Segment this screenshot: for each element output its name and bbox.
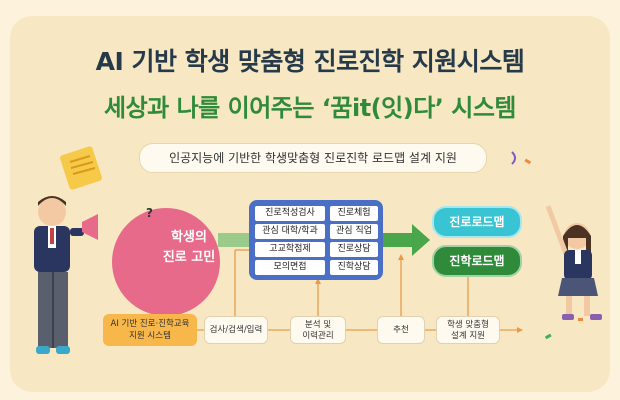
- step-recommend: 추천: [377, 316, 425, 344]
- worry-line-1: 학생의: [171, 230, 207, 245]
- confetti-icon: [511, 151, 583, 340]
- step-design: 학생 맞춤형 설계 지원: [436, 316, 500, 344]
- admission-roadmap: 진학로드맵: [432, 245, 522, 277]
- system-line-1: AI 기반 진로·진학교육: [110, 319, 190, 329]
- service-item: 진로상담: [330, 242, 378, 257]
- career-roadmap: 진로로드맵: [432, 206, 522, 238]
- worry-line-2: 진로 고민: [162, 250, 216, 265]
- service-item: 관심 직업: [330, 224, 378, 239]
- document-icon: [60, 146, 102, 190]
- service-item: 진학상담: [330, 260, 378, 275]
- analysis-line-1: 분석 및: [304, 320, 332, 330]
- student-worry-circle: [112, 208, 220, 316]
- design-line-1: 학생 맞춤형: [447, 320, 489, 330]
- step-analysis: 분석 및 이력관리: [290, 316, 346, 344]
- service-item: 모의면접: [255, 260, 325, 275]
- step-search: 검사/검색/입력: [204, 316, 268, 344]
- design-line-2: 설계 지원: [451, 331, 485, 341]
- female-student-illustration: [545, 205, 602, 320]
- question-mark-icon: ?: [146, 206, 153, 220]
- male-student-illustration: [34, 196, 98, 354]
- ai-system-box: AI 기반 진로·진학교육 지원 시스템: [103, 314, 197, 346]
- service-item: 진로체험: [330, 206, 378, 221]
- service-item: 고교학점제: [255, 242, 325, 257]
- subtitle-banner: 인공지능에 기반한 학생맞춤형 진로진학 로드맵 설계 지원: [139, 143, 487, 173]
- slogan: 세상과 나를 이어주는 ‘꿈it(잇)다’ 시스템: [104, 94, 517, 122]
- system-line-2: 지원 시스템: [129, 331, 171, 341]
- student-worry-label: 학생의 진로 고민: [158, 228, 220, 268]
- service-item: 진로적성검사: [255, 206, 325, 221]
- analysis-line-2: 이력관리: [302, 331, 334, 341]
- service-item: 관심 대학/학과: [255, 224, 325, 239]
- page-title: AI 기반 학생 맞춤형 진로진학 지원시스템: [95, 47, 525, 76]
- flow-arrow-right: [383, 224, 430, 256]
